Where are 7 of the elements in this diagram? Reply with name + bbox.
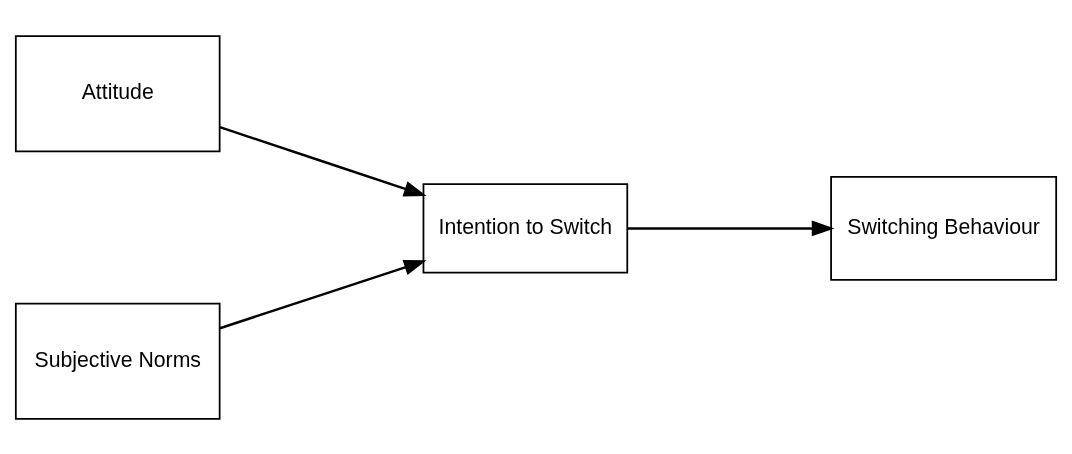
node-box: Intention to Switch [422, 182, 629, 274]
node-box: Subjective Norms [14, 302, 221, 420]
arrow [219, 259, 427, 329]
node-box: Attitude [14, 34, 221, 152]
arrow [627, 219, 835, 236]
node-box: Switching Behaviour [830, 175, 1058, 281]
arrow [219, 125, 427, 196]
